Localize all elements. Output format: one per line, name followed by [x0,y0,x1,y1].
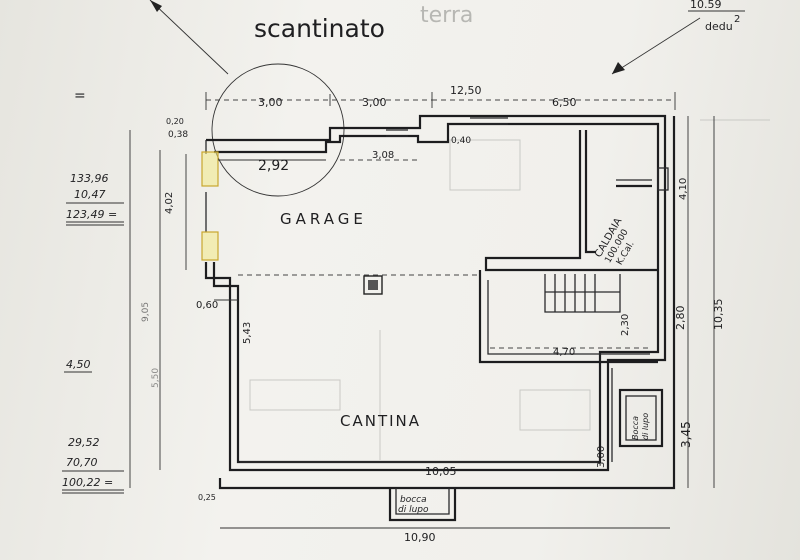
dim-345: 3,45 [679,421,693,448]
bottom-light-well [388,488,457,522]
top-dimensions: 3,00 3,00 12,50 6,50 [205,84,676,110]
dim-1035-group: 10,35 [712,299,725,331]
dim-025: 0,25 [198,493,216,502]
inner-face-outline [212,122,660,464]
garage-door-jamb-top [201,151,219,187]
dim-300: 3,00 [596,446,607,468]
dim-230-group: 2,30 [620,314,631,336]
light-well-label-1: bocca [400,495,427,505]
walls [204,114,676,490]
stair-wall [478,270,658,364]
room-label-cantina: CANTINA [340,412,421,430]
garage-door-jamb-bottom [201,231,219,261]
inner-wall-outline [204,114,667,472]
pillar-core [368,280,378,290]
bleed-through: terra [249,3,770,460]
dim-905-group: 9,05 [141,302,151,322]
dim-402-group: 4,02 [164,192,175,214]
dim-543: 5,43 [242,322,253,344]
corner-value: 10.59 [690,0,722,11]
boiler-label: CALDAIA 100.000 K.Cal. [593,216,637,267]
stair-wall-inner [487,280,650,355]
calc-c3: 100,22 = [62,476,113,489]
ghost-box [249,379,341,411]
dim-1035: 10,35 [712,299,725,331]
dim-550: 5,50 [151,368,161,388]
arrows [149,0,701,75]
corner-fraction: 2 [734,14,740,25]
plan-title: scantinato [254,14,385,43]
dim-040: 0,40 [451,136,471,146]
internal-dimensions [129,116,715,529]
light-well-inner [625,395,657,441]
right-light-well-label-1: Bocca [631,416,640,440]
dim-top-650: 6,50 [552,96,577,109]
dim-230: 2,30 [620,314,631,336]
ghost-box [449,139,521,191]
dim-060: 0,60 [196,300,218,311]
dim-top-1250: 12,50 [450,84,482,97]
dim-280-group: 2,80 [674,306,687,331]
right-light-well-label: Bocca di lupo [631,413,650,440]
calc-c1: 29,52 [68,436,100,449]
ghost-text: terra [420,3,473,28]
dim-402: 4,02 [164,192,175,214]
dim-470: 4,70 [553,347,575,358]
north-arrow-head [612,62,625,74]
area-calculations: = 133,96 10,47 123,49 = 4,50 29,52 70,70… [62,88,124,494]
calc-a2: 10,47 [74,188,106,201]
right-light-well-label-2: di lupo [641,413,650,440]
light-well-outer [388,488,457,522]
pillar [363,275,383,295]
calc-eq-mark: = [74,88,86,104]
dim-300-group: 3,00 [596,446,607,468]
corner-label: dedu [705,20,733,33]
stair-block [478,270,658,364]
dim-038: 0,38 [168,130,188,140]
dim-280: 2,80 [674,306,687,331]
light-well-inner [395,488,450,515]
calc-a1: 133,96 [70,172,109,185]
detail-arrow-line [149,0,229,75]
dim-905: 9,05 [141,302,151,322]
boiler-window [657,167,669,191]
light-well-label-2: di lupo [398,505,429,515]
dim-543-group: 5,43 [242,322,253,344]
light-well-outer [618,388,664,448]
dim-top-300-a: 3,00 [258,96,283,109]
boiler-room [484,130,669,272]
room-label-garage: GARAGE [280,210,367,228]
dim-bottom-1005: 10,05 [425,465,457,478]
calc-c2: 70,70 [66,456,98,469]
calc-a3: 123,49 = [66,208,117,221]
north-arrow-line [611,17,701,75]
outer-wall-bottom-left [218,478,398,490]
dim-410-group: 4,10 [678,178,689,200]
dim-308: 3,08 [372,150,394,161]
stair-outline [544,274,621,313]
dim-410: 4,10 [678,178,689,200]
detail-arrow-head [150,0,162,12]
dim-bottom-1090: 10,90 [404,531,436,544]
boiler-partition-inner [584,130,596,254]
dim-292: 2,92 [258,158,289,174]
dim-550-group: 5,50 [151,368,161,388]
right-light-well [611,368,664,462]
dim-345-group: 3,45 [679,421,693,448]
dim-020: 0,20 [166,117,184,126]
dim-top-300-b: 3,00 [362,96,387,109]
outer-wall-right-bottom [398,116,676,490]
detail-circle [211,63,345,197]
boiler-partition [484,130,658,272]
calc-b1: 4,50 [66,358,91,371]
ghost-box [519,389,591,431]
